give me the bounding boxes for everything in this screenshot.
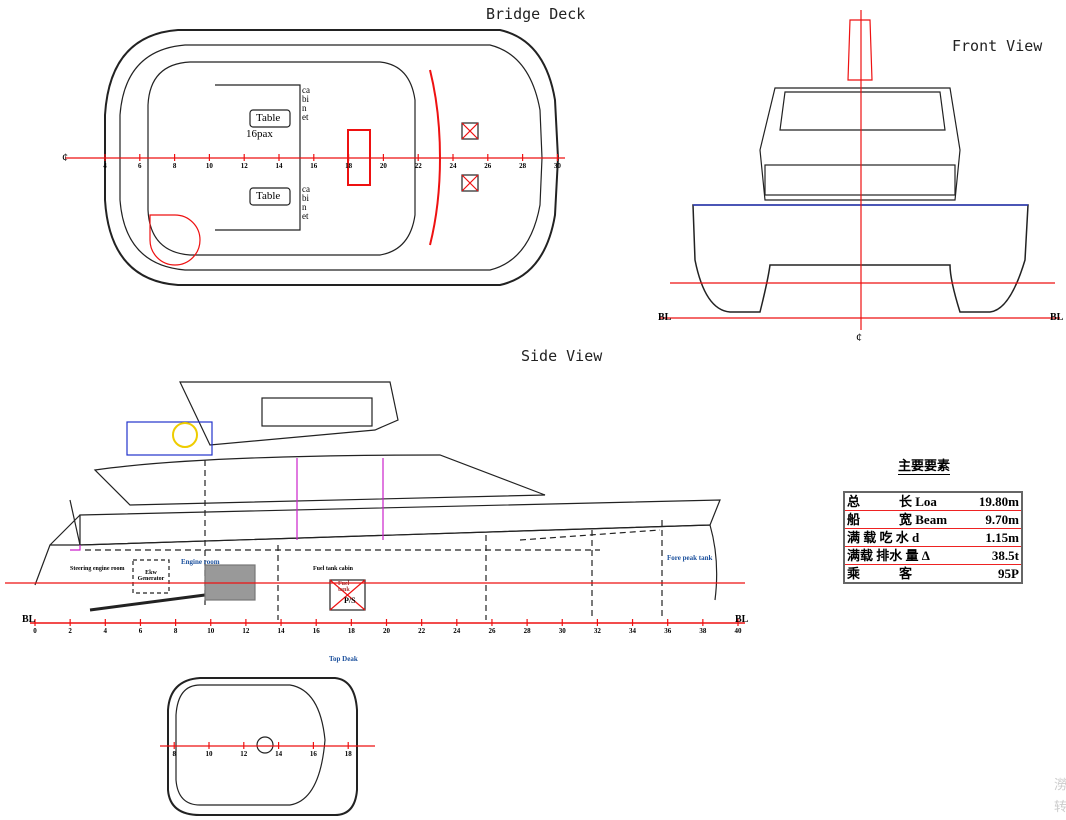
station-label: 4 [103,162,107,170]
station-label: 22 [415,162,423,170]
fuel-tank-label: Fuel tank [338,581,350,593]
spec-row: 满 载 吃 水 d 1.15m [845,529,1021,547]
fore-peak-label: Fore peak tank [667,554,713,562]
steering-room-label: Steering engine room [70,566,125,572]
bl-label-aft: BL [22,614,36,625]
front-bl-left: BL [658,312,672,323]
station-label: 14 [276,162,284,170]
spec-row: 满载 排水 量 Δ 38.5t [845,547,1021,565]
station-label: 0 [33,627,37,635]
spec-title: 主要要素 [898,455,951,475]
station-label: 26 [484,162,492,170]
station-label: 16 [310,162,318,170]
spec-row: 总 长 Loa 19.80m [845,493,1021,511]
spec-value: 95P [998,566,1019,581]
station-label: 6 [139,627,143,635]
station-label: 8 [172,750,176,758]
station-label: 30 [559,627,567,635]
station-label: 14 [275,750,283,758]
table-label-2: Table [256,190,281,202]
station-label: 10 [206,162,214,170]
spec-table: 总 长 Loa 19.80m 船 宽 Beam 9.70m 满 载 吃 水 d 1.1… [843,491,1023,584]
front-view [660,10,1060,330]
pax-label: 16pax [246,128,273,140]
station-label: 30 [554,162,562,170]
station-label: 14 [278,627,286,635]
front-view-title: Front View [952,37,1043,55]
station-label: 2 [68,627,72,635]
station-label: 8 [173,162,177,170]
ps-label: P/S [344,596,356,605]
spec-label: 满载 排水 量 Δ [847,548,930,563]
side-view [5,381,745,624]
spec-label: 船 宽 Beam [847,512,948,527]
station-label: 40 [735,627,743,635]
station-label: 28 [519,162,527,170]
top-deck-plan [160,677,375,816]
station-label: 10 [207,627,215,635]
spec-label: 满 载 吃 水 d [847,530,920,545]
station-label: 18 [345,750,353,758]
station-label: 20 [380,162,388,170]
top-deck-title: Top Deak [329,655,358,663]
side-view-title: Side View [521,347,603,365]
front-centerline-symbol: ¢ [856,330,862,344]
station-label: 28 [524,627,532,635]
station-label: 16 [310,750,318,758]
station-label: 32 [594,627,602,635]
station-label: 10 [206,750,214,758]
station-label: 6 [138,162,142,170]
spec-label: 总 长 Loa [847,494,937,509]
station-label: 24 [450,162,458,170]
station-label: 8 [174,627,178,635]
front-bl-right: BL [1050,312,1064,323]
station-label: 38 [699,627,707,635]
station-label: 4 [104,627,108,635]
cabinet-label-1: cabinet [302,85,310,122]
spec-value: 9.70m [985,512,1019,527]
station-label: 16 [313,627,321,635]
station-label: 34 [629,627,637,635]
spec-value: 19.80m [978,494,1019,509]
watermark: 澇 转 [1054,778,1066,815]
station-label: 18 [348,627,356,635]
cabinet-label-2: cabinet [302,184,310,221]
generator-label: Ekw Generator [137,570,165,582]
station-label: 24 [453,627,461,635]
station-label: 20 [383,627,391,635]
spec-value: 38.5t [991,548,1019,563]
station-label: 12 [242,627,250,635]
spec-row: 乘 客 95P [845,565,1021,582]
station-label: 12 [240,750,248,758]
bl-label-fwd: BL [735,614,749,625]
station-label: 22 [418,627,426,635]
station-label: 12 [241,162,249,170]
station-label: 18 [345,162,353,170]
bridge-deck-title: Bridge Deck [486,5,586,23]
fuel-cabin-label: Fuel tank cabin [313,566,354,572]
spec-label: 乘 客 [847,566,913,581]
table-label-1: Table [256,112,281,124]
spec-value: 1.15m [985,530,1019,545]
bridge-deck-plan [65,29,565,286]
station-label: 26 [488,627,496,635]
centerline-symbol: ¢ [62,150,68,164]
spec-row: 船 宽 Beam 9.70m [845,511,1021,529]
engine-room-label: Engine room [181,558,220,566]
station-label: 36 [664,627,672,635]
